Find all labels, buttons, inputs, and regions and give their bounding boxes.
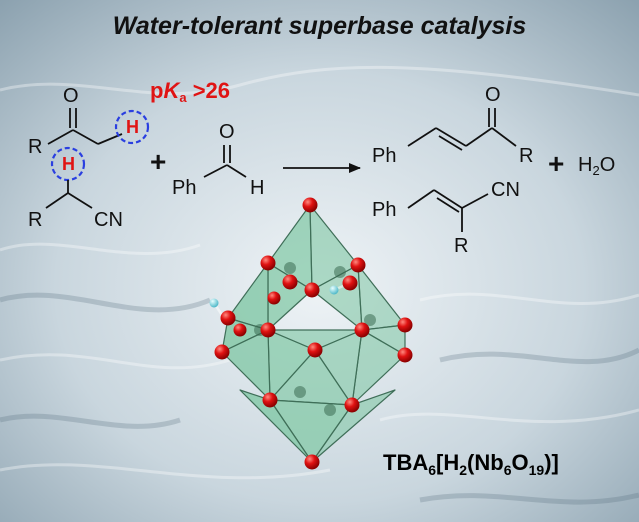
- acrylonitrile-cn-label: CN: [491, 179, 520, 201]
- aldehyde-h-label: H: [250, 177, 265, 199]
- pka-label: pKa >26: [150, 78, 231, 105]
- formula-part: TBA: [383, 450, 429, 475]
- oxygen-atoms: [214, 197, 413, 470]
- enone-ph-label: Ph: [372, 145, 397, 167]
- ketone-oxygen-label: O: [63, 85, 79, 107]
- water-ripples: [0, 65, 639, 480]
- product-plus-sign: +: [548, 148, 565, 179]
- formula-sub: 19: [528, 462, 545, 478]
- water-formula: H2O: [578, 155, 615, 177]
- figure-title: Water-tolerant superbase catalysis: [112, 12, 527, 40]
- formula-sub: 2: [459, 462, 468, 478]
- formula-part: O: [511, 450, 529, 475]
- octahedron-face: [239, 389, 313, 463]
- formula-sub: 6: [428, 462, 437, 478]
- formula-part: [H: [436, 450, 460, 475]
- octahedron-face: [311, 389, 396, 463]
- acrylonitrile-ph-label: Ph: [372, 199, 397, 221]
- water-subscript: 2: [592, 163, 600, 178]
- aldehyde-ph-label: Ph: [172, 177, 197, 199]
- hexaniobate-cluster: [209, 197, 413, 470]
- octahedron-face: [221, 329, 271, 401]
- pka-prefix: p: [150, 78, 164, 103]
- ketone-acidic-h-label: H: [126, 117, 139, 137]
- acrylonitrile-r-label: R: [454, 235, 469, 257]
- enone-r-label: R: [519, 145, 534, 167]
- formula-part: (Nb: [467, 450, 504, 475]
- nitrile-acidic-h-label: H: [62, 154, 75, 174]
- water-o: O: [599, 154, 616, 176]
- pka-k: K: [163, 78, 180, 103]
- ketone-h-dashed-circle: [114, 109, 150, 145]
- enone-structure: [407, 108, 517, 151]
- aldehyde-structure: [203, 145, 247, 178]
- nitrile-cn-label: CN: [94, 209, 123, 231]
- ketone-structure: [47, 108, 123, 145]
- formula-sub: 6: [503, 462, 512, 478]
- formula-part: )]: [544, 450, 559, 475]
- catalyst-formula: TBA6[H2(Nb6O19)]: [383, 450, 559, 478]
- water-shadows: [0, 292, 639, 505]
- pka-value: >26: [186, 78, 231, 103]
- ketone-r-label: R: [28, 136, 43, 158]
- hydrogen-atoms: [209, 285, 339, 308]
- nitrile-r-label: R: [28, 209, 43, 231]
- enone-oxygen-label: O: [485, 84, 501, 106]
- pka-subscript: a: [179, 90, 187, 105]
- nitrile-structure: [45, 180, 93, 209]
- acrylonitrile-structure: [407, 189, 489, 232]
- water-h: H: [578, 154, 593, 176]
- aldehyde-oxygen-label: O: [219, 121, 235, 143]
- reactant-plus-sign: +: [150, 146, 167, 177]
